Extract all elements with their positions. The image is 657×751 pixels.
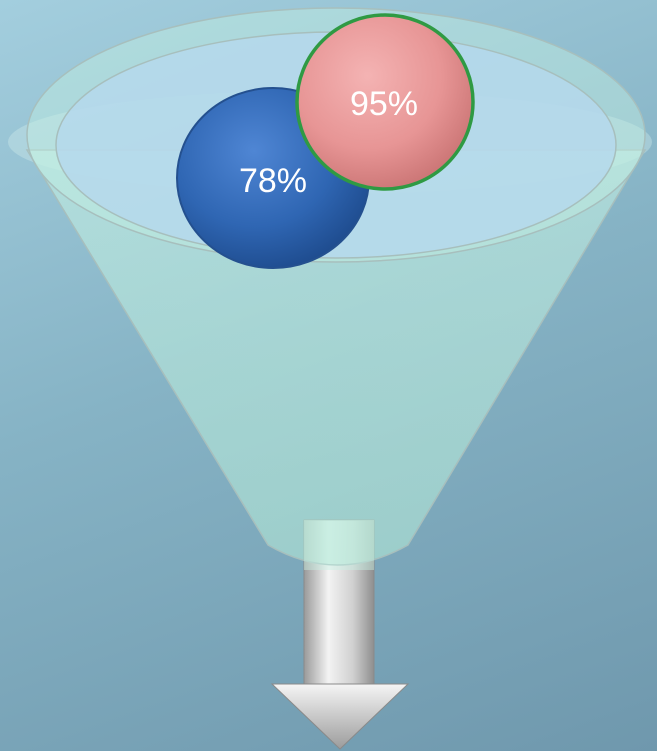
ball-78-label: 78% xyxy=(239,162,307,200)
arrow-head xyxy=(270,683,410,750)
ball-95-circle xyxy=(295,13,475,191)
ball-95-label: 95% xyxy=(350,85,418,123)
funnel-cone xyxy=(25,149,647,566)
ball-95: 95% xyxy=(295,13,475,191)
funnel-neck xyxy=(304,520,374,570)
